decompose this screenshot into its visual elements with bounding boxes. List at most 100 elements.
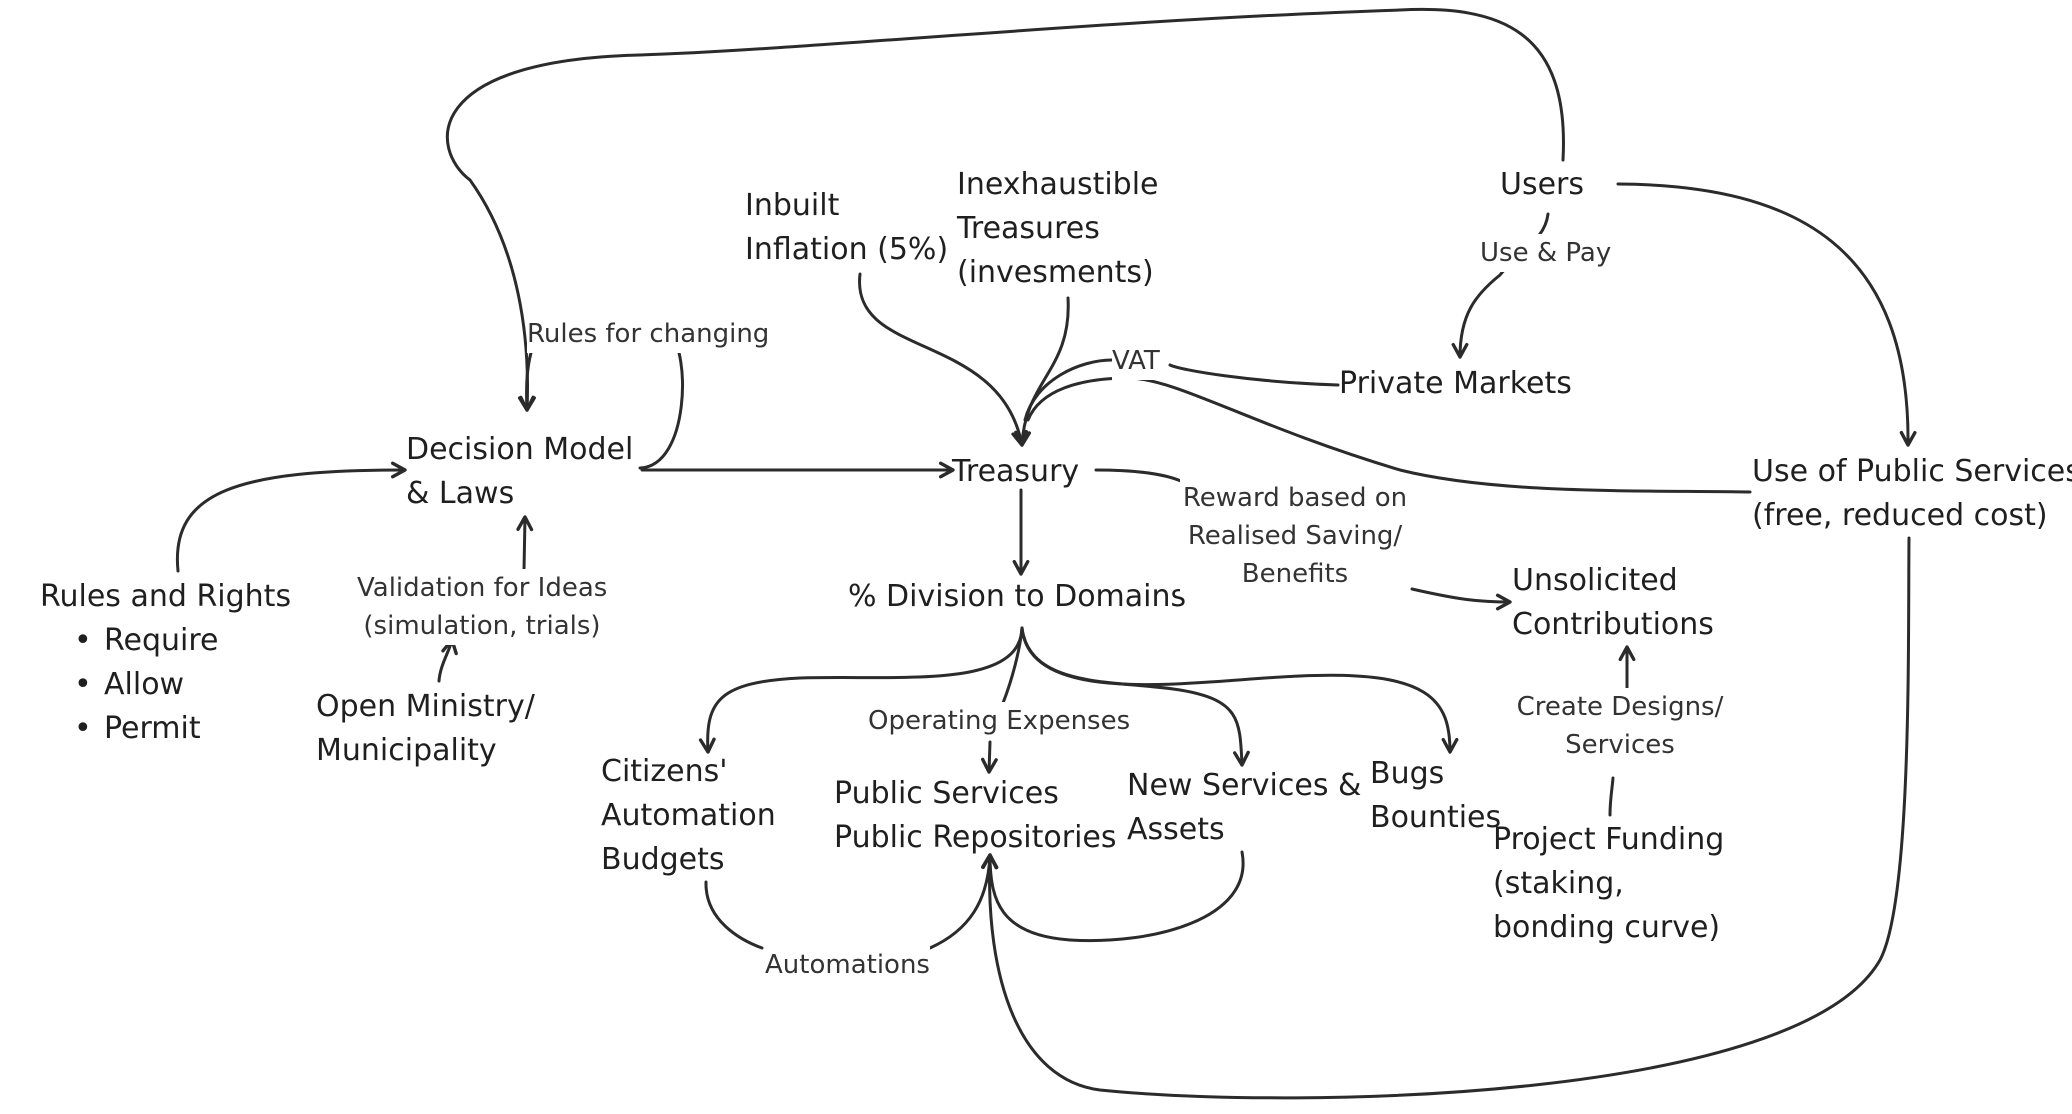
node-private-markets-label: Private Markets [1339, 366, 1572, 401]
node-new-services-line-1: New Services & [1127, 768, 1362, 803]
node-decision-line-1: Decision Model [406, 432, 634, 467]
node-ministry-line-1: Open Ministry/ [316, 689, 535, 724]
edge-label-use-and-pay: Use & Pay [1480, 234, 1612, 272]
node-decision-line-2: & Laws [406, 476, 515, 511]
rules-bullet-list: • Require • Allow • Permit [40, 619, 291, 751]
edge-label-create-designs-line-2: Services [1565, 730, 1675, 760]
edge-label-rules-for-changing: Rules for changing [527, 315, 770, 353]
rules-item-permit: Permit [104, 711, 201, 746]
node-public-repositories: Public Services Public Repositories [834, 772, 1117, 860]
edge-label-validation-line-2: (simulation, trials) [363, 611, 601, 641]
bullet-icon: • [74, 667, 92, 702]
edge-label-create-designs-line-1: Create Designs/ [1516, 692, 1724, 722]
edge-reward-to-unsolicited [1410, 587, 1512, 611]
node-ministry-line-2: Municipality [316, 733, 497, 768]
edge-label-create-designs: Create Designs/ Services [1515, 688, 1725, 764]
edge-citizens-to-automations [704, 880, 764, 950]
rules-bullet-permit: • Permit [40, 707, 291, 751]
node-public-use-line-2: (free, reduced cost) [1752, 498, 2048, 533]
edge-users-to-public-services [1616, 182, 1917, 447]
edge-automations-to-public [928, 853, 998, 950]
node-new-services-assets: New Services & Assets [1127, 764, 1361, 852]
node-repos-line-2: Public Repositories [834, 820, 1117, 855]
edge-label-reward-line-3: Benefits [1241, 559, 1349, 589]
bullet-icon: • [74, 623, 92, 658]
edge-label-automations-text: Automations [765, 950, 930, 980]
edge-label-reward-line-2: Realised Saving/ [1187, 521, 1403, 551]
edge-label-vat: VAT [1112, 342, 1160, 380]
edge-label-rules-for-changing-text: Rules for changing [527, 319, 770, 349]
node-inbuilt-inflation: Inbuilt Inflation (5%) [745, 184, 948, 272]
node-bugs-line-1: Bugs [1370, 756, 1445, 791]
node-unsolicited-contributions: Unsolicited Contributions [1512, 559, 1714, 647]
edge-label-operating-expenses-text: Operating Expenses [868, 706, 1131, 736]
edge-label-validation: Validation for Ideas (simulation, trials… [357, 569, 607, 645]
node-unsolicited-line-2: Contributions [1512, 607, 1714, 642]
node-users-label: Users [1500, 167, 1585, 202]
node-bugs-line-2: Bounties [1370, 800, 1502, 835]
edge-public-services-to-repos [981, 536, 1911, 1100]
node-funding-line-2: (staking, [1493, 866, 1624, 901]
node-citizens-line-2: Automation [601, 798, 776, 833]
rules-item-require: Require [104, 623, 219, 658]
edge-label-reward-line-1: Reward based on [1182, 483, 1408, 513]
node-inexhaustible-treasures: Inexhaustible Treasures (invesments) [957, 163, 1159, 295]
node-repos-line-1: Public Services [834, 776, 1059, 811]
node-division-to-domains: % Division to Domains [848, 575, 1186, 619]
edge-users-to-decision-model [445, 7, 1565, 412]
edge-division-to-bugs [1020, 626, 1459, 754]
edge-funding-to-create [1608, 776, 1615, 817]
edge-label-validation-line-1: Validation for Ideas [357, 573, 608, 603]
node-open-ministry: Open Ministry/ Municipality [316, 685, 535, 773]
node-new-services-line-2: Assets [1127, 812, 1225, 847]
node-treasures-line-2: Treasures [957, 211, 1100, 246]
node-use-of-public-services: Use of Public Services (free, reduced co… [1752, 450, 2072, 538]
edge-new-services-to-public [981, 850, 1245, 943]
node-treasures-line-3: (invesments) [957, 255, 1154, 290]
node-private-markets: Private Markets [1339, 362, 1572, 406]
node-project-funding: Project Funding (staking, bonding curve) [1493, 818, 1724, 950]
edge-vat-to-treasury [1023, 358, 1114, 422]
edge-validation-to-decision [516, 515, 534, 572]
edge-division-to-operating [1001, 626, 1024, 705]
node-unsolicited-line-1: Unsolicited [1512, 563, 1678, 598]
node-decision-model: Decision Model & Laws [406, 428, 633, 516]
node-users: Users [1500, 163, 1584, 207]
node-funding-line-3: bonding curve) [1493, 910, 1721, 945]
node-division-label: % Division to Domains [848, 579, 1187, 614]
edge-label-vat-text: VAT [1112, 346, 1160, 376]
edge-label-automations: Automations [765, 946, 930, 984]
edge-ministry-to-decision [437, 638, 458, 683]
node-citizens-line-3: Budgets [601, 842, 725, 877]
edge-label-reward: Reward based on Realised Saving/ Benefit… [1180, 479, 1410, 593]
node-rules-and-rights: Rules and Rights • Require • Allow • Permit [40, 575, 291, 751]
node-rules-title: Rules and Rights [40, 579, 292, 614]
edge-public-services-to-treasury [1026, 376, 1752, 494]
edge-rules-to-decision [175, 461, 407, 573]
rules-item-allow: Allow [104, 667, 185, 702]
edge-users-to-private-markets [1451, 212, 1550, 359]
node-treasury-label: Treasury [952, 454, 1080, 489]
node-public-use-line-1: Use of Public Services [1752, 454, 2072, 489]
edge-operating-to-public [980, 740, 998, 774]
edge-treasury-to-reward [1094, 468, 1187, 485]
rules-bullet-require: • Require [40, 619, 291, 663]
bullet-icon: • [74, 711, 92, 746]
node-inflation-line-1: Inbuilt [745, 188, 840, 223]
edge-label-operating-expenses: Operating Expenses [868, 702, 1131, 740]
node-citizens-line-1: Citizens' [601, 754, 728, 789]
node-citizens-automation-budgets: Citizens' Automation Budgets [601, 750, 776, 882]
node-treasures-line-1: Inexhaustible [957, 167, 1159, 202]
node-treasury: Treasury [952, 450, 1079, 494]
edge-label-use-and-pay-text: Use & Pay [1480, 238, 1612, 268]
rules-bullet-allow: • Allow [40, 663, 291, 707]
edge-treasures-to-treasury [1014, 296, 1070, 447]
edge-private-markets-vat [1168, 363, 1340, 387]
node-inflation-line-2: Inflation (5%) [745, 232, 949, 267]
edge-division-to-new-services [1020, 626, 1250, 767]
node-funding-line-1: Project Funding [1493, 822, 1725, 857]
edge-division-to-citizens [698, 626, 1024, 754]
edge-inflation-to-treasury [858, 272, 1028, 447]
node-bugs-bounties: Bugs Bounties [1370, 752, 1501, 840]
